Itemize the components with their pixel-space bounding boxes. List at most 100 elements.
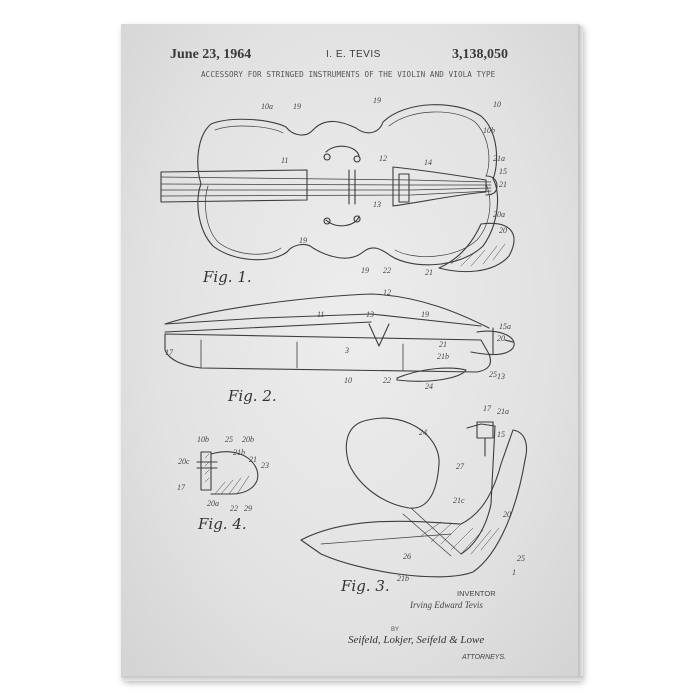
chin-rest-fig1 bbox=[438, 222, 515, 273]
reference-numeral: 22 bbox=[383, 266, 391, 275]
reference-numeral: 15a bbox=[499, 322, 511, 331]
section-line-3 bbox=[492, 327, 514, 355]
fig4-label: Fig. 4. bbox=[198, 515, 247, 533]
reference-numeral: 15 bbox=[497, 430, 505, 439]
attorneys-signature: Seifeld, Lokjer, Seifeld & Lowe bbox=[348, 634, 485, 646]
reference-numeral: 20b bbox=[242, 435, 254, 444]
patent-drawing bbox=[160, 104, 528, 578]
fig3-chinrest-drawing bbox=[300, 417, 528, 578]
reference-numeral: 10 bbox=[344, 376, 352, 385]
end-button bbox=[485, 175, 498, 196]
inventor-name: Irving Edward Tevis bbox=[410, 600, 483, 610]
reference-numeral: 19 bbox=[299, 236, 307, 245]
chin-cup-outer bbox=[300, 429, 528, 578]
reference-numeral: 10a bbox=[261, 102, 273, 111]
reference-numeral: 19 bbox=[361, 266, 369, 275]
reference-numeral: 21a bbox=[493, 154, 505, 163]
canvas-bottom-edge bbox=[124, 676, 583, 681]
reference-numeral: 13 bbox=[366, 310, 374, 319]
fig4-screw bbox=[196, 461, 218, 469]
reference-numeral: 21 bbox=[249, 455, 257, 464]
reference-numeral: 1 bbox=[512, 568, 516, 577]
f-hole-bottom bbox=[323, 215, 361, 227]
fig1-label: Fig. 1. bbox=[203, 268, 252, 286]
fig4-hatching bbox=[204, 453, 250, 495]
fig1-violin-drawing bbox=[160, 104, 515, 273]
reference-numeral: 13 bbox=[373, 200, 381, 209]
chin-rest-side bbox=[470, 330, 515, 356]
reference-numeral: 25 bbox=[225, 435, 233, 444]
reference-numeral: 23 bbox=[261, 461, 269, 470]
inventor-header: I. E. TEVIS bbox=[326, 49, 381, 60]
violin-bridge bbox=[348, 169, 356, 205]
reference-numeral: 10b bbox=[483, 126, 495, 135]
reference-numeral: 14 bbox=[424, 158, 432, 167]
by-label: BY bbox=[391, 627, 400, 633]
patent-date: June 23, 1964 bbox=[170, 47, 252, 62]
chin-rest-pad bbox=[396, 367, 467, 382]
reference-numeral: 22 bbox=[383, 376, 391, 385]
violin-side-body bbox=[164, 333, 492, 373]
reference-numeral: 20 bbox=[499, 226, 507, 235]
attorneys-label: ATTORNEYS. bbox=[462, 654, 507, 661]
reference-numeral: 12 bbox=[379, 154, 387, 163]
reference-numeral: 29 bbox=[244, 504, 252, 513]
reference-numeral: 10b bbox=[197, 435, 209, 444]
reference-numeral: 21b bbox=[437, 352, 449, 361]
fig4-clamp bbox=[210, 451, 259, 495]
reference-numeral: 25 bbox=[489, 370, 497, 379]
f-hole-top bbox=[323, 145, 361, 163]
reference-numeral: 15 bbox=[499, 167, 507, 176]
reference-numeral: 27 bbox=[456, 462, 464, 471]
fine-tuner bbox=[398, 173, 410, 203]
violin-side-ribs bbox=[200, 339, 404, 371]
reference-numeral: 19 bbox=[293, 102, 301, 111]
patent-number: 3,138,050 bbox=[452, 47, 508, 62]
reference-numeral: 24 bbox=[419, 428, 427, 437]
tailpiece bbox=[392, 166, 487, 207]
reference-numeral: 11 bbox=[317, 310, 325, 319]
fig2-violin-drawing bbox=[164, 293, 515, 382]
fig3-label: Fig. 3. bbox=[341, 577, 390, 595]
violin-purfling bbox=[205, 111, 491, 257]
fig2-label: Fig. 2. bbox=[228, 387, 277, 405]
fig4-body bbox=[200, 451, 212, 491]
reference-numeral: 3 bbox=[345, 346, 349, 355]
reference-numeral: 21 bbox=[439, 340, 447, 349]
reference-numeral: 19 bbox=[421, 310, 429, 319]
reference-numeral: 17 bbox=[483, 404, 491, 413]
inventor-label: INVENTOR bbox=[457, 589, 496, 598]
reference-numeral: 25 bbox=[517, 554, 525, 563]
violin-side-top bbox=[164, 293, 490, 329]
reference-numeral: 21 bbox=[425, 268, 433, 277]
reference-numeral: 21a bbox=[497, 407, 509, 416]
fig4-detail-drawing bbox=[196, 451, 259, 495]
chin-cup-pad bbox=[345, 417, 440, 509]
fingerboard bbox=[160, 169, 308, 203]
reference-numeral: 21c bbox=[453, 496, 465, 505]
reference-numeral: 20 bbox=[497, 334, 505, 343]
reference-numeral: 21b bbox=[233, 448, 245, 457]
violin-body-outline bbox=[197, 104, 499, 266]
reference-numeral: 22 bbox=[230, 504, 238, 513]
chin-rest-shading bbox=[450, 243, 506, 267]
patent-print: June 23, 1964 I. E. TEVIS 3,138,050 ACCE… bbox=[121, 24, 580, 678]
reference-numeral: 17 bbox=[165, 348, 173, 357]
violin-side-bridge bbox=[368, 323, 390, 347]
chin-cup-clip bbox=[476, 421, 494, 457]
reference-numeral: 24 bbox=[425, 382, 433, 391]
chin-cup-lines bbox=[320, 507, 462, 557]
reference-numeral: 20c bbox=[178, 457, 190, 466]
reference-numeral: 11 bbox=[281, 156, 289, 165]
violin-side-fingerboard bbox=[164, 313, 482, 333]
chin-cup-inner-bracket bbox=[460, 423, 496, 555]
reference-numeral: 13 bbox=[497, 372, 505, 381]
reference-numeral: 19 bbox=[373, 96, 381, 105]
reference-numeral: 12 bbox=[383, 288, 391, 297]
violin-strings bbox=[160, 176, 492, 197]
reference-numeral: 17 bbox=[177, 483, 185, 492]
reference-numeral: 20 bbox=[503, 510, 511, 519]
reference-numeral: 26 bbox=[403, 552, 411, 561]
chin-cup-hatching bbox=[420, 521, 500, 555]
reference-numeral: 21 bbox=[499, 180, 507, 189]
